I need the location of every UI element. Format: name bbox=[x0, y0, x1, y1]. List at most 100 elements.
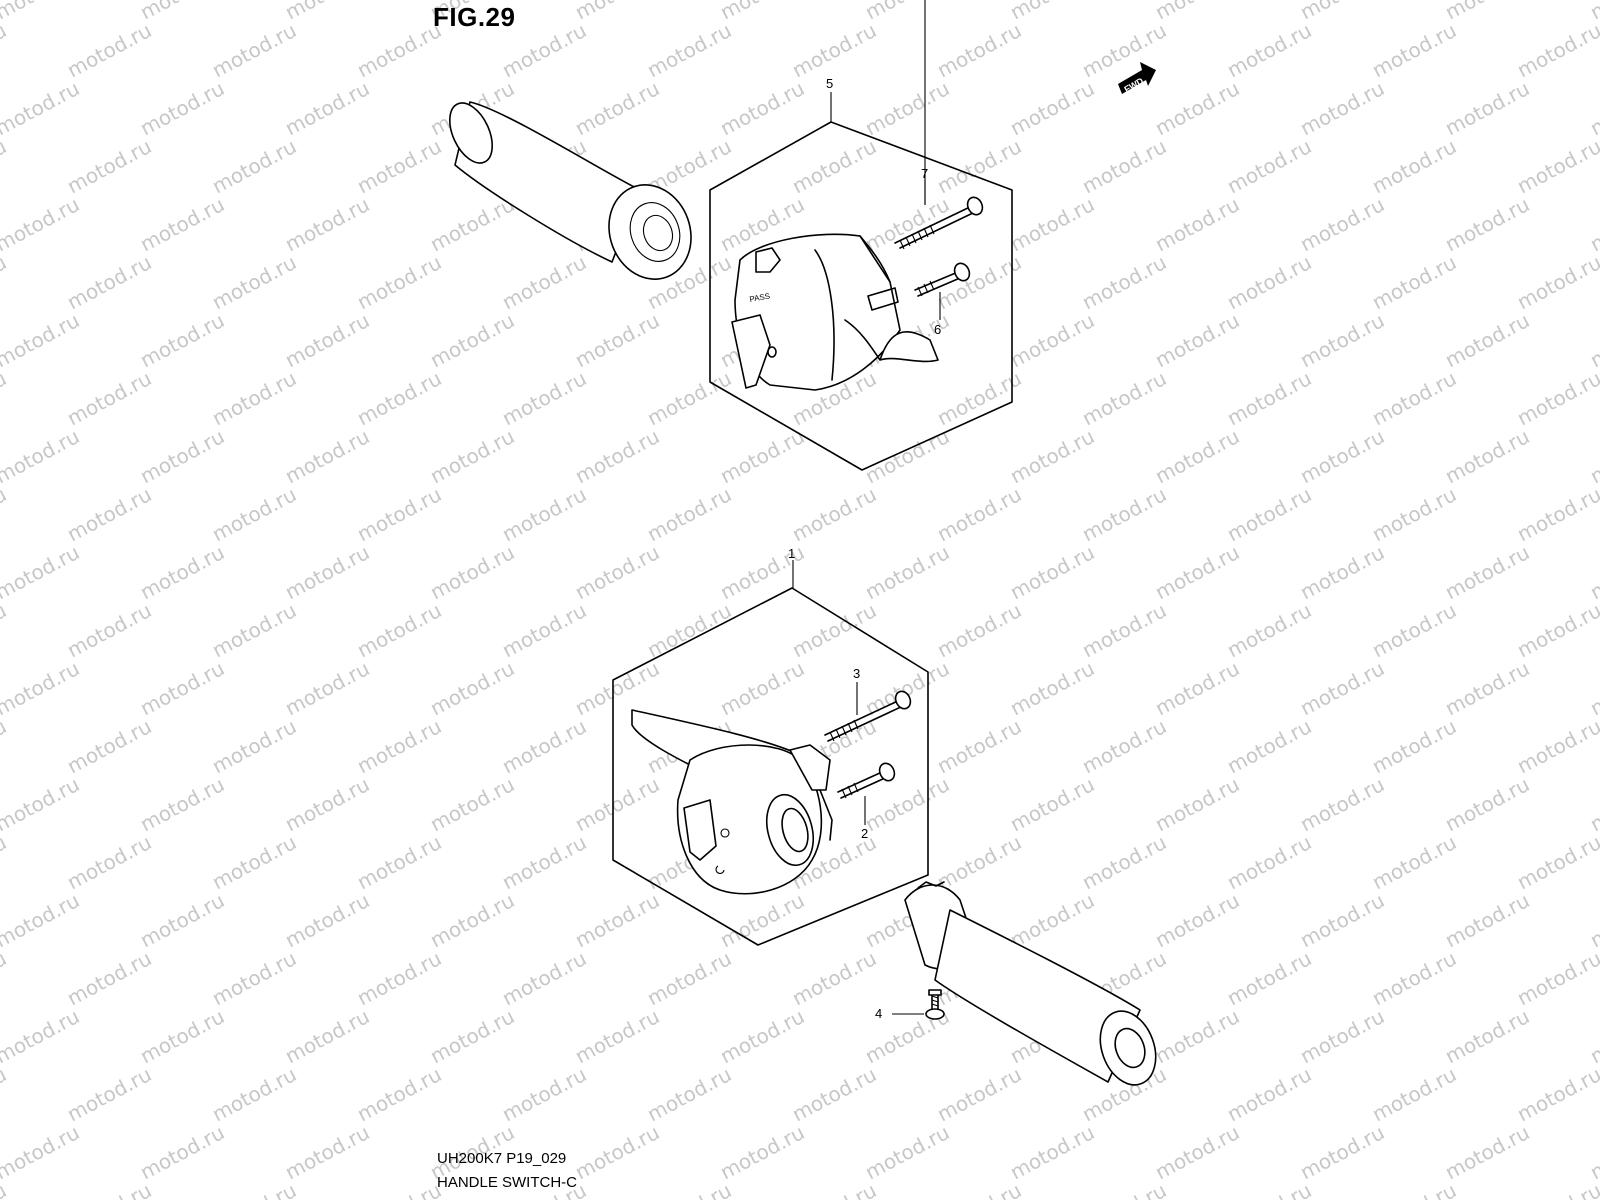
watermark-text: motod.ru bbox=[208, 598, 300, 662]
watermark-text: motod.ru bbox=[1151, 540, 1243, 604]
watermark-text: motod.ru bbox=[281, 1004, 373, 1068]
forward-arrow-icon: FWD bbox=[1118, 62, 1156, 95]
callout-3: 3 bbox=[853, 666, 861, 681]
watermark-text: motod.ru bbox=[571, 424, 663, 488]
part-1-frame bbox=[612, 587, 929, 946]
watermark-text: motod.ru bbox=[1296, 192, 1388, 256]
watermark-text: motod.ru bbox=[1368, 598, 1460, 662]
pass-marking: PASS bbox=[749, 292, 771, 304]
watermark-text: motod.ru bbox=[1078, 250, 1170, 314]
watermark-text: motod.ru bbox=[1513, 18, 1600, 82]
watermark-text: motod.ru bbox=[933, 830, 1025, 894]
watermark-text: motod.ru bbox=[63, 18, 155, 82]
right-switch-housing bbox=[631, 709, 833, 895]
watermark-text: motod.ru bbox=[788, 134, 880, 198]
watermark-text: motod.ru bbox=[426, 540, 518, 604]
watermark-text: motod.ru bbox=[1223, 482, 1315, 546]
watermark-text: motod.ru bbox=[571, 888, 663, 952]
watermark-text: motod.ru bbox=[1078, 482, 1170, 546]
watermark-text: motod.ru bbox=[426, 888, 518, 952]
watermark-text: motod.ru bbox=[1151, 76, 1243, 140]
watermark-text: motod.ru bbox=[861, 76, 953, 140]
watermark-text: motod.ru bbox=[1368, 714, 1460, 778]
watermark-text: motod.ru bbox=[0, 424, 83, 488]
watermark-text: motod.ru bbox=[63, 946, 155, 1010]
watermark-text: motod.ru bbox=[716, 1004, 808, 1068]
watermark-text: motod.ru bbox=[1006, 888, 1098, 952]
watermark-text: motod.ru bbox=[136, 1120, 228, 1184]
watermark-text: motod.ru bbox=[1006, 192, 1098, 256]
watermark-text: motod.ru bbox=[933, 1178, 1025, 1200]
watermark-text: motod.ru bbox=[1586, 308, 1600, 372]
watermark-text: motod.ru bbox=[571, 1004, 663, 1068]
watermark-text: motod.ru bbox=[1586, 772, 1600, 836]
watermark-text: motod.ru bbox=[1151, 308, 1243, 372]
watermark-text: motod.ru bbox=[1513, 250, 1600, 314]
watermark-text: motod.ru bbox=[353, 1178, 445, 1200]
watermark-text: motod.ru bbox=[426, 656, 518, 720]
watermark-text: motod.ru bbox=[136, 772, 228, 836]
watermark-text: motod.ru bbox=[208, 250, 300, 314]
watermark-text: motod.ru bbox=[1151, 0, 1243, 24]
watermark-text: motod.ru bbox=[498, 946, 590, 1010]
watermark-text: motod.ru bbox=[1223, 366, 1315, 430]
figure-title: FIG.29 bbox=[433, 2, 516, 32]
watermark-text: motod.ru bbox=[571, 772, 663, 836]
watermark-text: motod.ru bbox=[1006, 1120, 1098, 1184]
watermark-text: motod.ru bbox=[136, 540, 228, 604]
watermark-text: motod.ru bbox=[498, 830, 590, 894]
watermark-text: motod.ru bbox=[571, 0, 663, 24]
watermark-text: motod.ru bbox=[0, 308, 83, 372]
watermark-text: motod.ru bbox=[1586, 192, 1600, 256]
watermark-text: motod.ru bbox=[63, 714, 155, 778]
watermark-text: motod.ru bbox=[0, 76, 83, 140]
watermark-text: motod.ru bbox=[1223, 598, 1315, 662]
watermark-text: motod.ru bbox=[1586, 540, 1600, 604]
watermark-text: motod.ru bbox=[353, 714, 445, 778]
watermark-text: motod.ru bbox=[1441, 772, 1533, 836]
watermark-text: motod.ru bbox=[1368, 830, 1460, 894]
watermark-text: motod.ru bbox=[0, 888, 83, 952]
watermark-text: motod.ru bbox=[426, 772, 518, 836]
watermark-text: motod.ru bbox=[1223, 1062, 1315, 1126]
callout-6: 6 bbox=[934, 322, 942, 337]
watermark-text: motod.ru bbox=[136, 76, 228, 140]
watermark-text: motod.ru bbox=[1223, 1178, 1315, 1200]
watermark-text: motod.ru bbox=[353, 830, 445, 894]
watermark-text: motod.ru bbox=[208, 1062, 300, 1126]
watermark-text: motod.ru bbox=[208, 1178, 300, 1200]
watermark-text: motod.ru bbox=[136, 0, 228, 24]
watermark-text: motod.ru bbox=[1006, 76, 1098, 140]
watermark-text: motod.ru bbox=[643, 1062, 735, 1126]
watermark-text: motod.ru bbox=[1078, 366, 1170, 430]
watermark-text: motod.ru bbox=[1513, 946, 1600, 1010]
watermark-text: motod.ru bbox=[1513, 134, 1600, 198]
watermark-text: motod.ru bbox=[933, 1062, 1025, 1126]
watermark-text: motod.ru bbox=[571, 540, 663, 604]
watermark-text: motod.ru bbox=[498, 714, 590, 778]
callout-5: 5 bbox=[826, 76, 834, 91]
watermark-text: motod.ru bbox=[498, 598, 590, 662]
watermark-text: motod.ru bbox=[1513, 598, 1600, 662]
watermark-text: motod.ru bbox=[571, 308, 663, 372]
watermark-text: motod.ru bbox=[1368, 946, 1460, 1010]
watermark-text: motod.ru bbox=[933, 714, 1025, 778]
watermark-text: motod.ru bbox=[281, 772, 373, 836]
watermark-text: motod.ru bbox=[0, 366, 10, 430]
watermark-text: motod.ru bbox=[63, 366, 155, 430]
left-switch-housing: PASS bbox=[731, 233, 939, 391]
watermark-text: motod.ru bbox=[63, 134, 155, 198]
watermark-text: motod.ru bbox=[788, 482, 880, 546]
screw-3 bbox=[824, 690, 912, 742]
watermark-text: motod.ru bbox=[63, 1178, 155, 1200]
watermark-text: motod.ru bbox=[0, 18, 10, 82]
watermark-text: motod.ru bbox=[1441, 1004, 1533, 1068]
callout-2: 2 bbox=[861, 826, 869, 841]
watermark-text: motod.ru bbox=[1296, 0, 1388, 24]
watermark-text: motod.ru bbox=[1513, 714, 1600, 778]
watermark-text: motod.ru bbox=[426, 424, 518, 488]
watermark-text: motod.ru bbox=[1441, 192, 1533, 256]
watermark-text: motod.ru bbox=[353, 598, 445, 662]
watermark-text: motod.ru bbox=[861, 424, 953, 488]
